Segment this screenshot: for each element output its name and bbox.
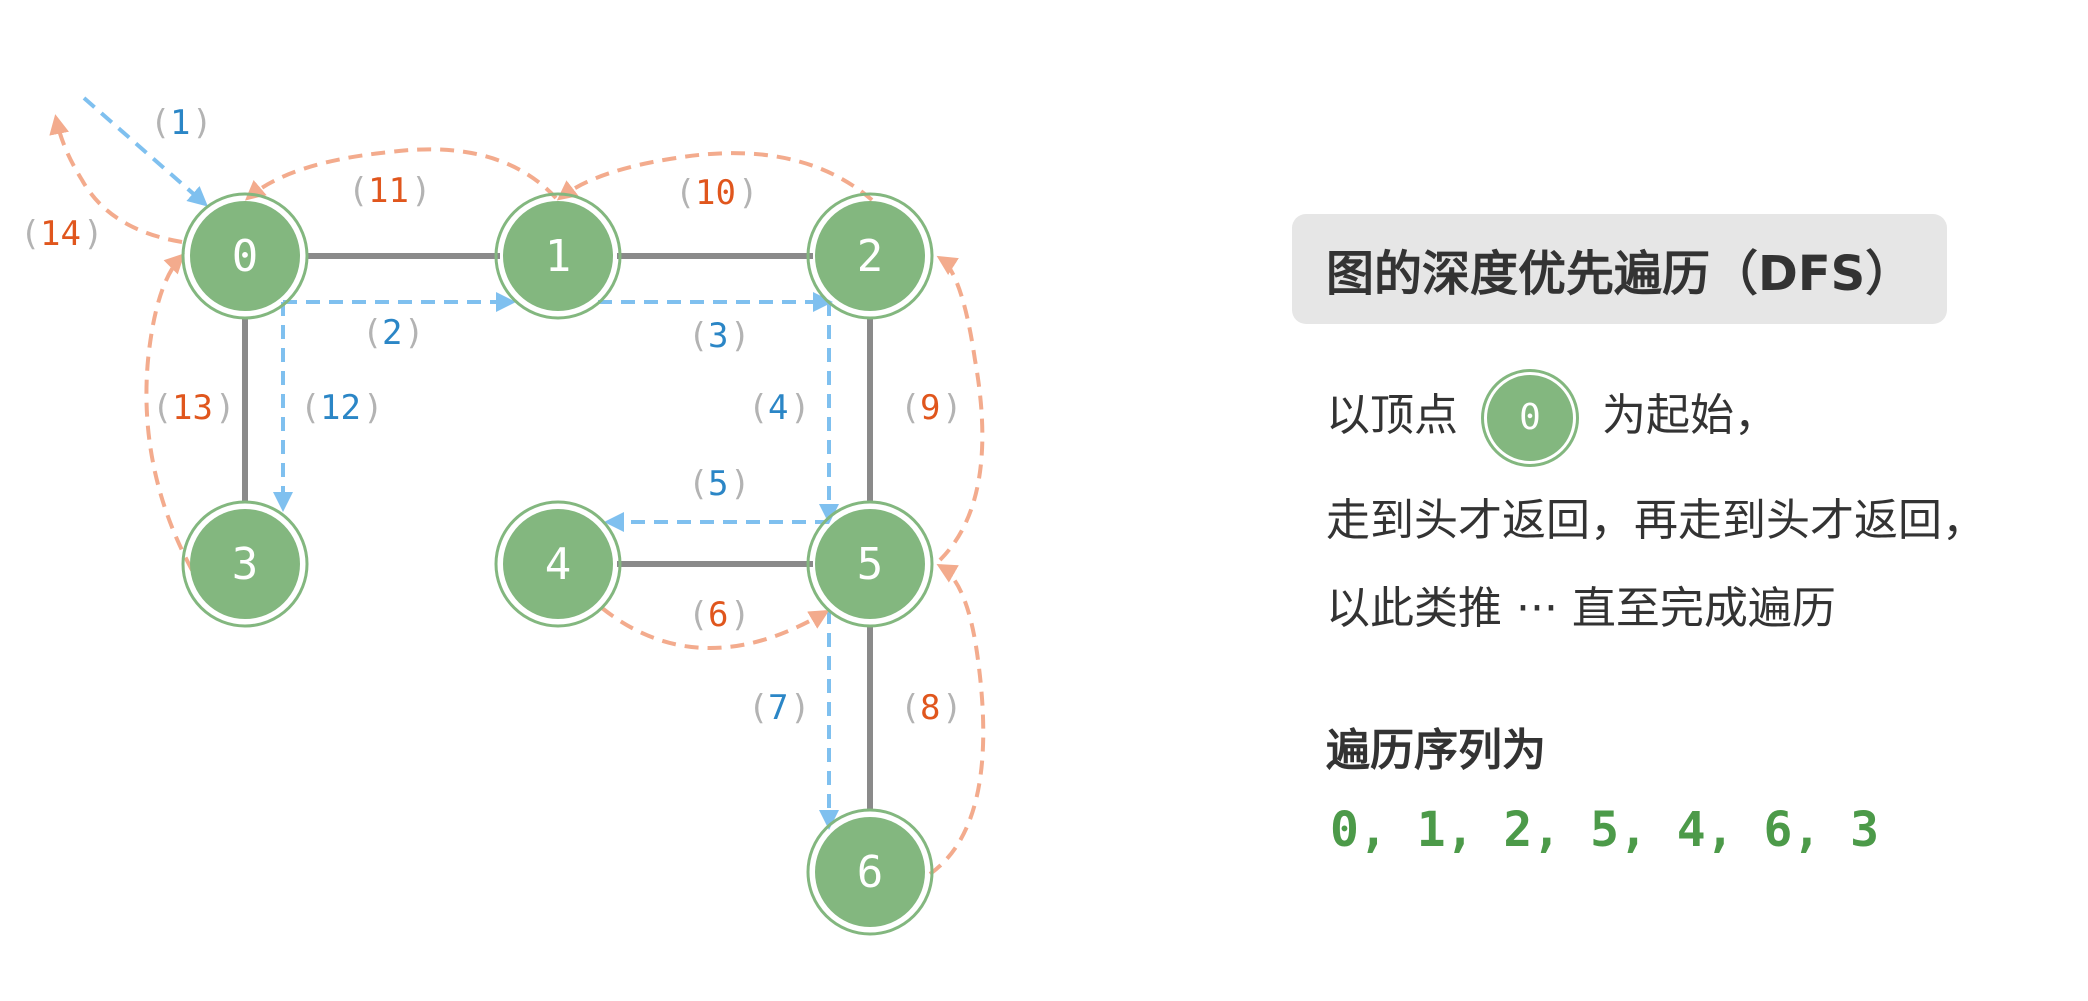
svg-text:(: ( [688, 316, 708, 356]
title-box: 图的深度优先遍历（DFS） [1292, 214, 1948, 324]
description-line-1: 以顶点 0 为起始， [1326, 372, 1778, 464]
node-0: 0 [181, 192, 309, 320]
svg-text:): ) [738, 173, 758, 213]
step-label-1: (1) [150, 103, 212, 143]
node-3: 3 [181, 500, 309, 628]
svg-text:(: ( [900, 688, 920, 728]
step-num-4: 4 [768, 388, 788, 428]
step-9-arrow [936, 255, 985, 562]
description-line-2: 走到头才返回，再走到头才返回， [1326, 495, 1986, 546]
step-num-9: 9 [920, 388, 940, 428]
step-label-11: (11) [348, 171, 431, 211]
node-6-label: 6 [857, 847, 884, 898]
svg-text:): ) [942, 688, 962, 728]
step-label-7: (7) [748, 688, 810, 728]
line1-before: 以顶点 [1326, 390, 1458, 441]
step-1-arrow [82, 96, 209, 207]
step-num-11: 11 [368, 171, 409, 211]
step-label-5: (5) [688, 464, 750, 504]
node-0-label: 0 [232, 231, 259, 282]
svg-text:(: ( [900, 388, 920, 428]
svg-text:(: ( [152, 388, 172, 428]
svg-text:): ) [404, 313, 424, 353]
node-6: 6 [806, 808, 934, 936]
step-num-13: 13 [172, 388, 213, 428]
svg-text:(: ( [300, 388, 320, 428]
svg-text:(: ( [675, 173, 695, 213]
svg-text:(: ( [688, 464, 708, 504]
step-label-3: (3) [688, 316, 750, 356]
svg-text:): ) [790, 688, 810, 728]
node-1-label: 1 [545, 231, 572, 282]
step-num-3: 3 [708, 316, 728, 356]
svg-text:): ) [192, 103, 212, 143]
start-node-badge: 0 [1484, 372, 1576, 464]
sequence-title: 遍历序列为 [1326, 725, 1546, 776]
step-6-arrow [600, 606, 830, 650]
svg-text:(: ( [362, 313, 382, 353]
node-4: 4 [494, 500, 622, 628]
node-5: 5 [806, 500, 934, 628]
step-num-1: 1 [170, 103, 190, 143]
svg-text:(: ( [748, 388, 768, 428]
step-num-7: 7 [768, 688, 788, 728]
step-num-2: 2 [382, 313, 402, 353]
description-panel: 图的深度优先遍历（DFS） 以顶点 0 为起始， 走到头才返回，再走到头才返回， 以… [1292, 214, 2072, 858]
description-line-3: 以此类推 ··· 直至完成遍历 [1326, 583, 1836, 634]
step-num-5: 5 [708, 464, 728, 504]
svg-text:): ) [411, 171, 431, 211]
svg-text:): ) [215, 388, 235, 428]
step-13-arrow [144, 253, 194, 571]
svg-text:): ) [363, 388, 383, 428]
step-num-8: 8 [920, 688, 940, 728]
line1-after: 为起始， [1602, 390, 1778, 441]
node-1: 1 [494, 192, 622, 320]
svg-text:(: ( [688, 595, 708, 635]
step-num-6: 6 [708, 595, 728, 635]
step-label-12: (12) [300, 388, 383, 428]
svg-text:): ) [730, 316, 750, 356]
node-4-label: 4 [545, 539, 572, 590]
svg-text:): ) [942, 388, 962, 428]
panel-title: 图的深度优先遍历（DFS） [1326, 246, 1914, 302]
step-label-8: (8) [900, 688, 962, 728]
step-label-10: (10) [675, 173, 758, 213]
svg-text:): ) [790, 388, 810, 428]
svg-text:): ) [83, 214, 103, 254]
svg-text:(: ( [348, 171, 368, 211]
step-10-arrow [556, 151, 874, 202]
step-label-13: (13) [152, 388, 235, 428]
svg-text:): ) [730, 464, 750, 504]
step-label-4: (4) [748, 388, 810, 428]
step-label-9: (9) [900, 388, 962, 428]
step-num-14: 14 [40, 214, 81, 254]
node-3-label: 3 [232, 539, 259, 590]
step-8-arrow [928, 564, 986, 876]
svg-text:(: ( [748, 688, 768, 728]
node-2-label: 2 [857, 231, 884, 282]
step-num-10: 10 [695, 173, 736, 213]
traversal-sequence: 0, 1, 2, 5, 4, 6, 3 [1330, 802, 1880, 858]
step-11-arrow [244, 147, 558, 201]
svg-text:(: ( [20, 214, 40, 254]
step-label-2: (2) [362, 313, 424, 353]
step-label-14: (14) [20, 214, 103, 254]
step-num-12: 12 [320, 388, 361, 428]
svg-text:): ) [730, 595, 750, 635]
node-5-label: 5 [857, 539, 884, 590]
step-label-6: (6) [688, 595, 750, 635]
step-14-arrow [49, 114, 183, 244]
svg-text:(: ( [150, 103, 170, 143]
node-2: 2 [806, 192, 934, 320]
